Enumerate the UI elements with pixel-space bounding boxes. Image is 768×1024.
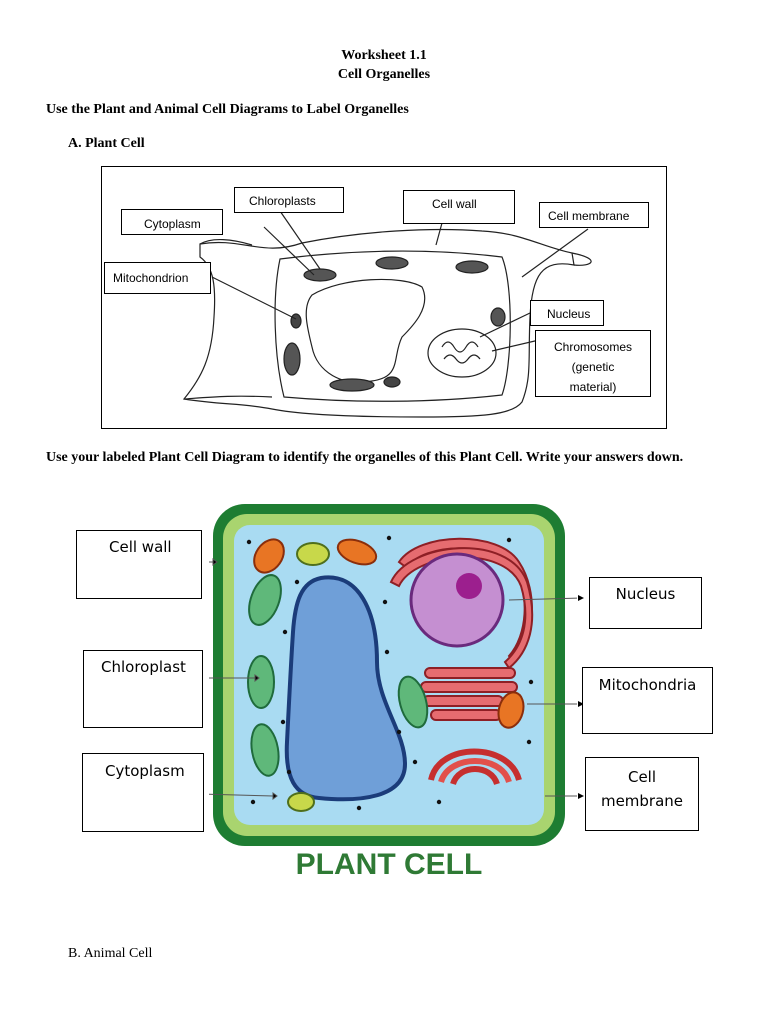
answer-nucleus-text: Nucleus bbox=[615, 585, 676, 603]
label-chloroplasts: Chloroplasts bbox=[234, 187, 344, 213]
label-cell-membrane: Cell membrane bbox=[539, 202, 649, 228]
answer-box-cytoplasm[interactable]: Cytoplasm bbox=[82, 753, 204, 832]
ribosome-dots bbox=[246, 535, 534, 811]
label-chromosomes: Chromosomes (genetic material) bbox=[535, 330, 651, 397]
plant-cell-color-diagram: PLANT CELL bbox=[209, 504, 577, 881]
instruction-1: Use the Plant and Animal Cell Diagrams t… bbox=[46, 102, 409, 117]
vesicles-shape bbox=[287, 542, 330, 812]
answer-cell-membrane-line1: Cell bbox=[627, 768, 657, 786]
label-mitochondrion-text: Mitochondrion bbox=[113, 271, 189, 285]
worksheet-title: Cell Organelles bbox=[337, 67, 431, 82]
mitochondria-shape bbox=[253, 538, 525, 729]
answer-cytoplasm-text: Cytoplasm bbox=[105, 762, 185, 780]
answer-cell-membrane-line2: membrane bbox=[600, 792, 684, 810]
answer-chloroplast-text: Chloroplast bbox=[101, 658, 186, 676]
nucleolus-shape bbox=[456, 573, 482, 599]
arrow-lines bbox=[209, 558, 577, 800]
right-arrowheads bbox=[578, 595, 584, 799]
answer-box-cell-membrane[interactable]: Cell membrane bbox=[585, 757, 699, 831]
label-chromosomes-line3: material) bbox=[569, 380, 617, 394]
answer-box-mitochondria[interactable]: Mitochondria bbox=[582, 667, 713, 734]
label-chromosomes-line1: Chromosomes bbox=[553, 340, 633, 354]
label-cytoplasm: Cytoplasm bbox=[121, 209, 223, 235]
plant-cell-line-diagram: Cytoplasm Chloroplasts Cell wall Cell me… bbox=[101, 166, 667, 429]
instruction-2: Use your labeled Plant Cell Diagram to i… bbox=[46, 450, 684, 465]
vacuole-shape bbox=[284, 575, 408, 802]
label-cytoplasm-text: Cytoplasm bbox=[144, 217, 201, 231]
answer-box-nucleus[interactable]: Nucleus bbox=[589, 577, 702, 629]
golgi-shape bbox=[428, 748, 522, 786]
chloroplasts-shape bbox=[247, 574, 429, 777]
label-nucleus: Nucleus bbox=[530, 300, 604, 326]
section-b-heading: B. Animal Cell bbox=[68, 946, 153, 961]
nucleus-shape bbox=[409, 552, 505, 648]
answer-mitochondria-text: Mitochondria bbox=[598, 676, 697, 694]
worksheet-number: Worksheet 1.1 bbox=[341, 48, 427, 63]
label-mitochondrion: Mitochondrion bbox=[104, 262, 211, 294]
answer-box-chloroplast[interactable]: Chloroplast bbox=[83, 650, 203, 728]
label-cell-wall-text: Cell wall bbox=[432, 197, 477, 211]
label-cell-membrane-text: Cell membrane bbox=[548, 209, 630, 223]
plant-cell-title: PLANT CELL bbox=[296, 848, 483, 881]
label-cell-wall: Cell wall bbox=[403, 190, 515, 224]
answer-cell-wall-text: Cell wall bbox=[109, 538, 172, 556]
answer-box-cell-wall[interactable]: Cell wall bbox=[76, 530, 202, 599]
section-a-heading: A. Plant Cell bbox=[68, 136, 145, 151]
plant-cell-line-drawing bbox=[182, 210, 592, 418]
label-chromosomes-line2: (genetic bbox=[571, 360, 615, 374]
label-chloroplasts-text: Chloroplasts bbox=[249, 194, 316, 208]
label-nucleus-text: Nucleus bbox=[547, 307, 591, 321]
